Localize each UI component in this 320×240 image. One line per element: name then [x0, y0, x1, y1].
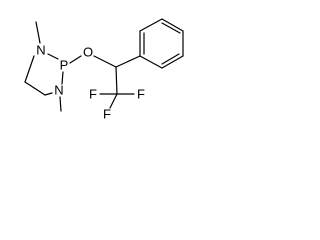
phenyl-double-2: [161, 22, 181, 34]
bond-n1-ch2: [24, 55, 35, 83]
atom-label-f1: F: [89, 87, 97, 102]
bond-n1-p: [47, 53, 59, 60]
bond-n2-methyl: [59, 96, 62, 112]
bond-p-o: [69, 55, 82, 64]
atom-label-n2: N: [54, 83, 63, 98]
atom-label-f2: F: [137, 87, 145, 102]
atom-label-o: O: [83, 45, 93, 60]
phenyl-bond-5: [161, 55, 184, 69]
bond-p-n2: [61, 71, 64, 85]
bond-ch-cf3: [115, 66, 118, 95]
bond-ch2-n2: [44, 92, 53, 96]
phenyl-bond-2: [139, 18, 163, 32]
molecule-structure: N P N O F F F: [24, 18, 184, 122]
bond-o-ch: [93, 55, 117, 68]
bond-ch2-ch2: [24, 81, 46, 96]
phenyl-bond-3: [161, 18, 184, 32]
atom-label-n1: N: [36, 43, 45, 58]
bond-c-f1: [109, 93, 118, 109]
phenyl-bond-6: [139, 55, 163, 69]
phenyl-double-3: [161, 53, 180, 65]
atom-label-p: P: [60, 58, 69, 73]
atom-label-f3: F: [103, 107, 111, 122]
bond-ch-phenyl: [115, 55, 141, 68]
bond-n1-methyl: [35, 21, 41, 44]
